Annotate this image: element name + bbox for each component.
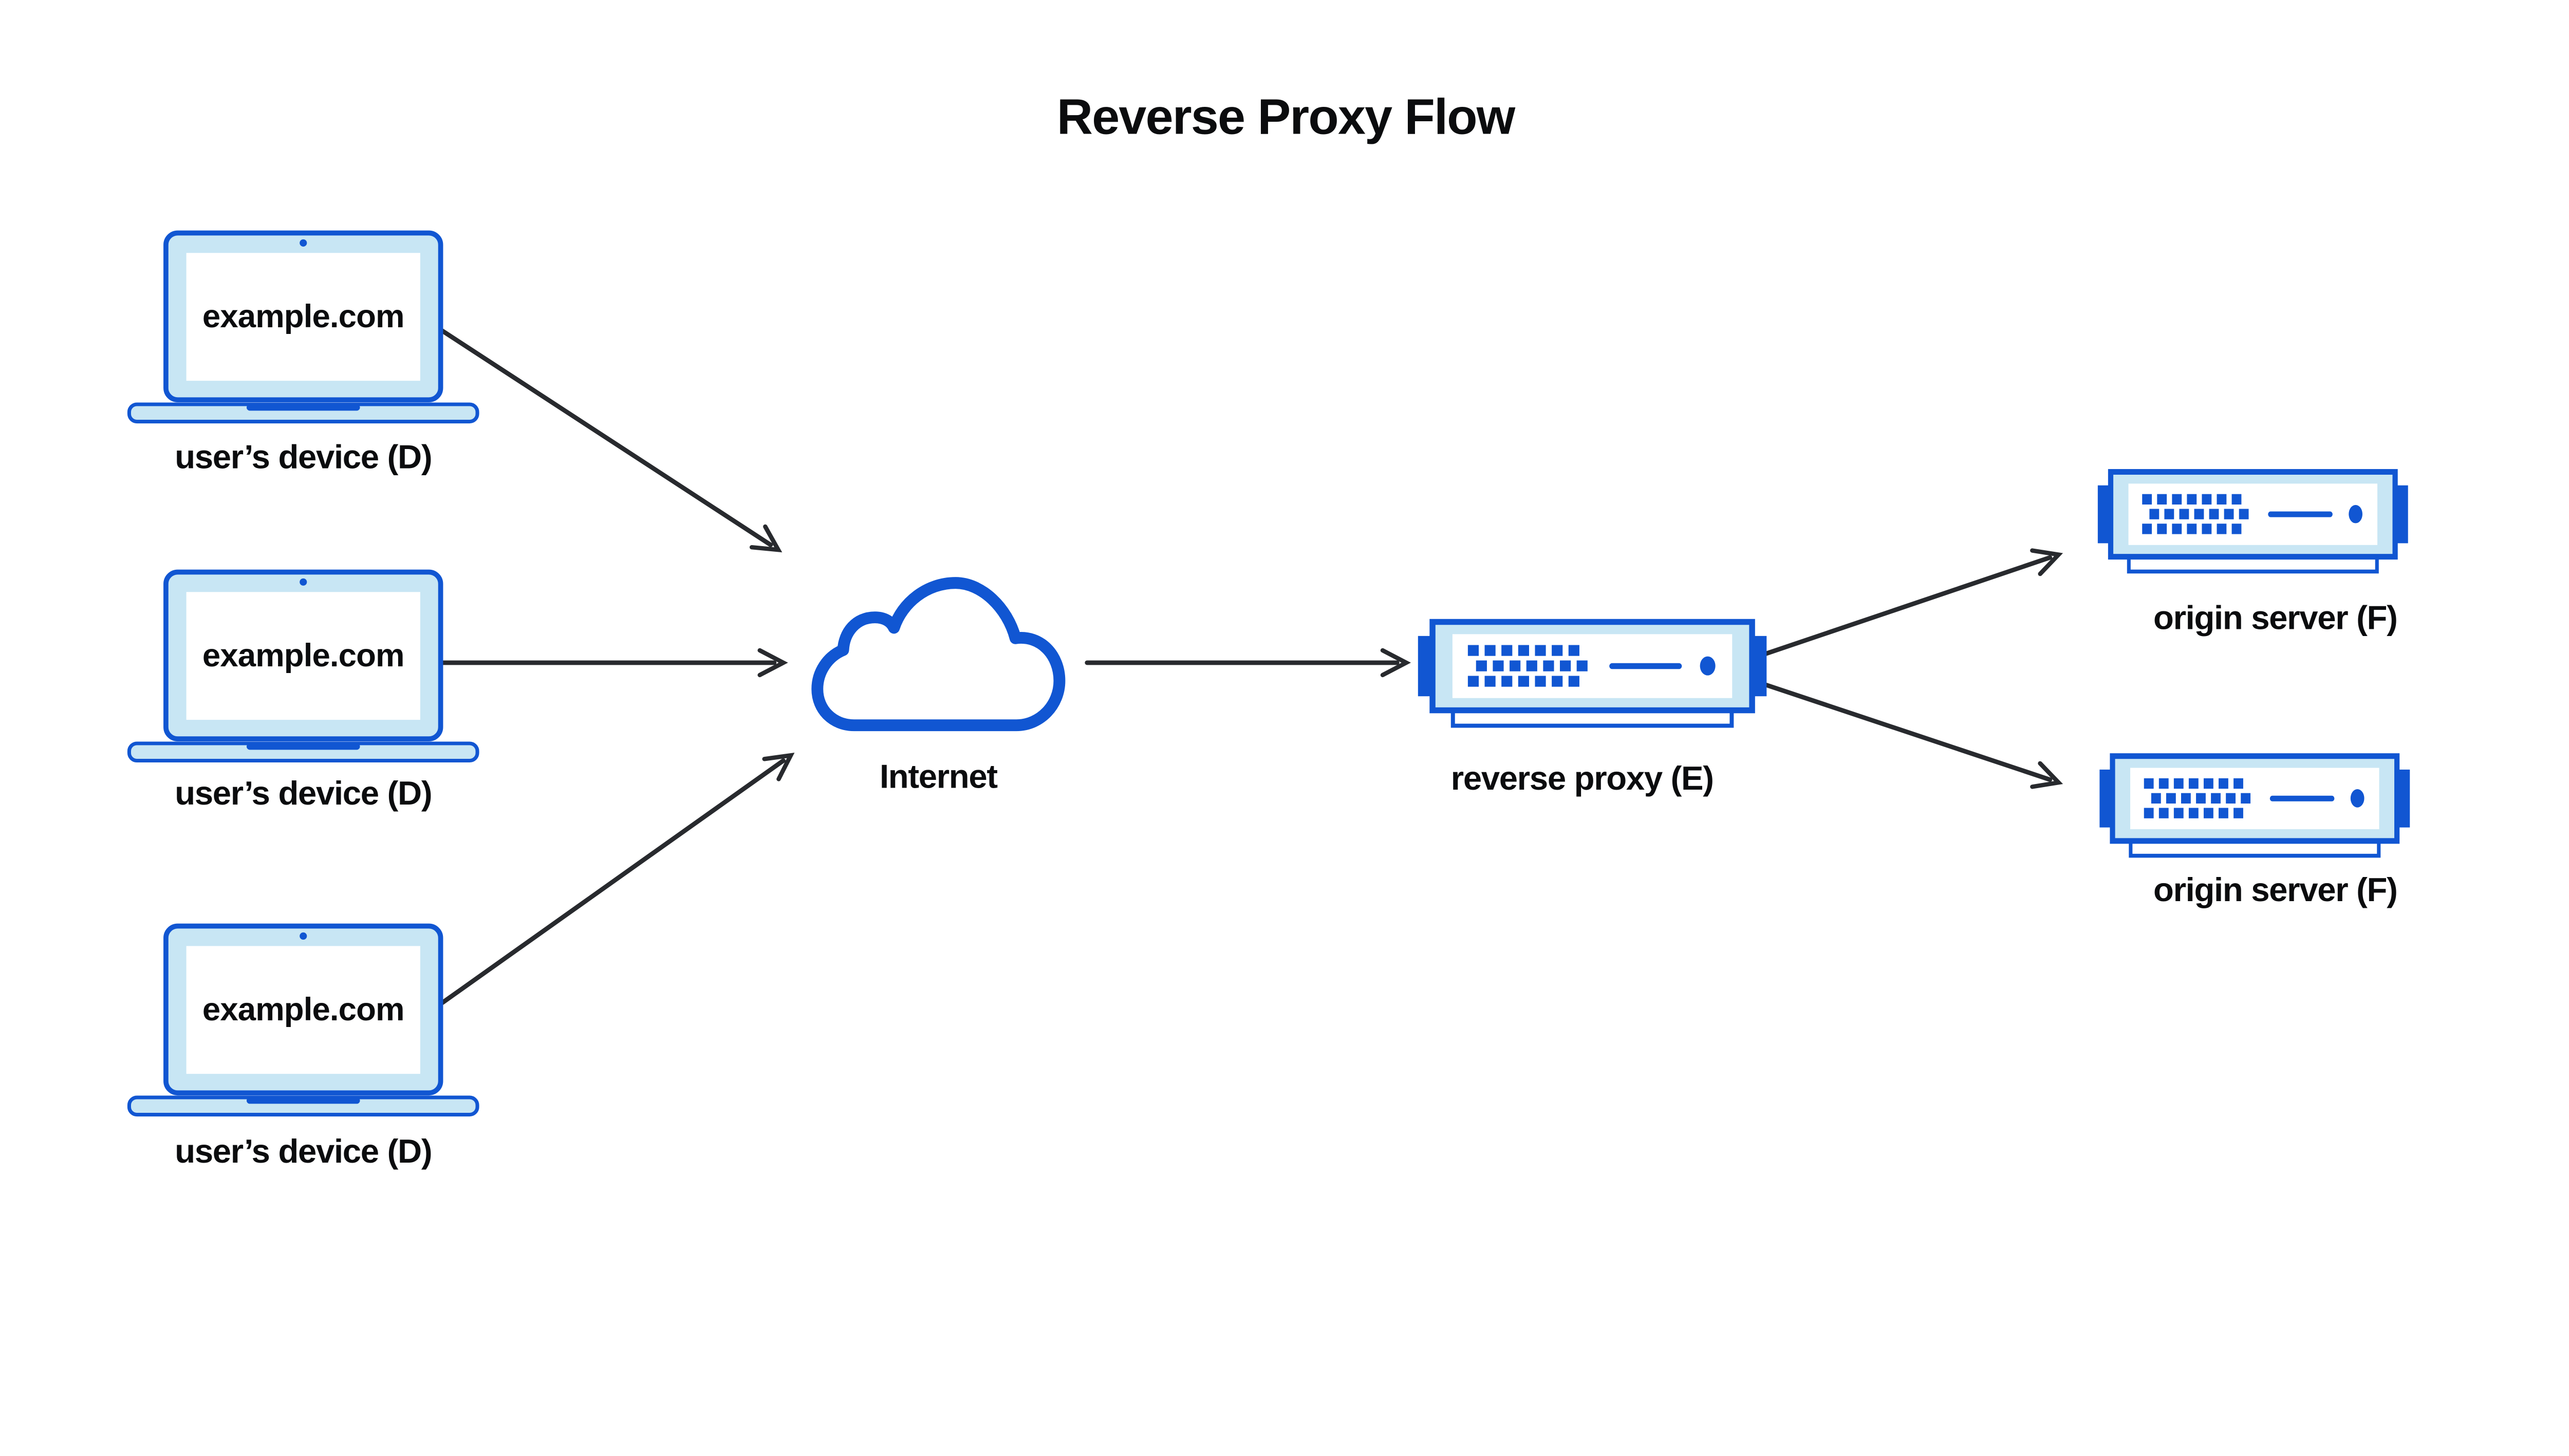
node-reverse-proxy: reverse proxy (E) [1418, 622, 1766, 797]
origin-server-1-label: origin server (F) [2153, 599, 2397, 637]
arrow-device3-internet [440, 752, 795, 1005]
page-title: Reverse Proxy Flow [1057, 88, 1516, 144]
device1-screen-text: example.com [202, 298, 404, 334]
device3-label: user’s device (D) [175, 1132, 432, 1170]
reverse-proxy-label: reverse proxy (E) [1451, 759, 1714, 797]
device3-screen-text: example.com [202, 991, 404, 1028]
arrow-proxy-origin1 [1756, 548, 2063, 659]
server-icon [2098, 472, 2408, 571]
arrow-proxy-origin2 [1756, 680, 2063, 789]
internet-label: Internet [880, 757, 997, 795]
reverse-proxy-flow-diagram: Reverse Proxy Flow example.com user’s de… [126, 88, 2413, 1170]
server-icon [1418, 622, 1766, 726]
node-user-device-2: example.com user’s device (D) [129, 572, 477, 812]
device1-label: user’s device (D) [175, 438, 432, 475]
origin-server-2-label: origin server (F) [2153, 871, 2397, 908]
node-origin-server-1: origin server (F) [2098, 472, 2408, 637]
node-user-device-3: example.com user’s device (D) [129, 926, 477, 1170]
node-origin-server-2: origin server (F) [2099, 756, 2410, 908]
flow-arrows [440, 328, 2063, 1005]
arrow-device1-internet [440, 328, 783, 553]
device2-screen-text: example.com [202, 637, 404, 674]
node-internet: Internet [811, 577, 1066, 795]
node-user-device-1: example.com user’s device (D) [129, 233, 477, 475]
server-icon [2099, 756, 2410, 856]
cloud-icon [811, 577, 1066, 732]
device2-label: user’s device (D) [175, 774, 432, 812]
diagram-canvas: Reverse Proxy Flow example.com user’s de… [126, 88, 2413, 1170]
